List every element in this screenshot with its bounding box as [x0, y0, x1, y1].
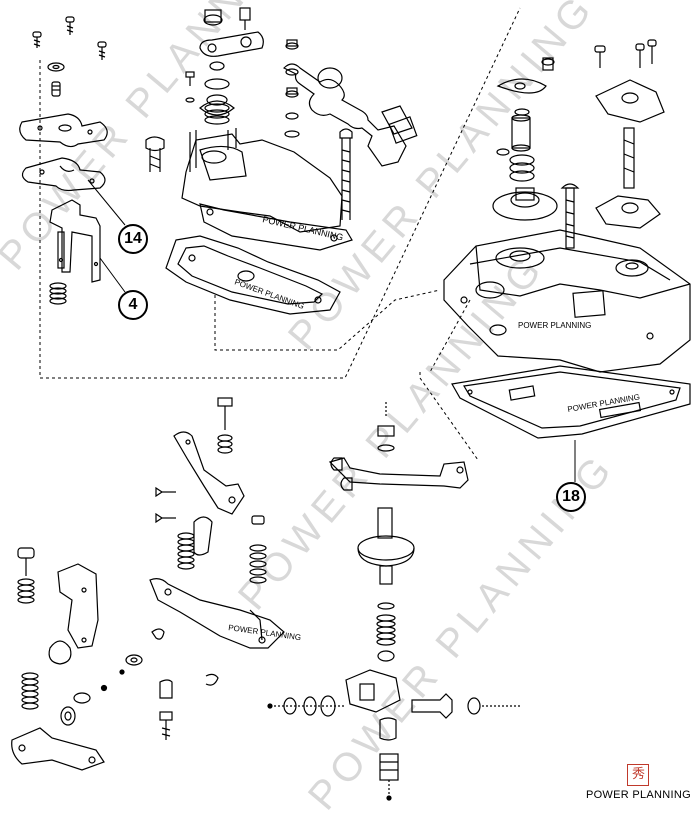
- sensor-switch: [282, 63, 418, 167]
- top-center-parts: [145, 7, 264, 172]
- upper-gasket: POWER PLANNING: [165, 235, 341, 315]
- callout-4: 4: [118, 290, 148, 320]
- washers-center: [284, 39, 300, 138]
- bracket-plate: POWER PLANNING: [125, 578, 302, 740]
- dots-misc: [100, 669, 125, 692]
- callout-18: 18: [556, 482, 586, 512]
- callout-14: 14: [118, 224, 148, 254]
- diaphragm-assembly: [328, 402, 469, 801]
- housing-label-power: POWER PLANNING: [518, 321, 591, 330]
- brand-seal-icon: 秀: [627, 764, 650, 786]
- brand-name: POWER PLANNING: [585, 789, 691, 801]
- leader-14: [87, 179, 126, 226]
- lever-plate-main: POWER PLANNING: [181, 128, 353, 251]
- housing-block: POWER PLANNING: [443, 229, 691, 373]
- spring-small-left: [49, 282, 67, 305]
- lower-gasket-label: POWER PLANNING: [567, 392, 641, 414]
- lower-center-parts: [155, 397, 267, 584]
- lever-plates-left: [19, 113, 108, 192]
- fork-lever-left: [49, 199, 101, 283]
- lower-left-parts: [11, 547, 105, 771]
- brand-logo: 秀 POWER PLANNING: [586, 764, 691, 801]
- screw-long-right: [339, 128, 353, 220]
- screw-group-top-left: [32, 16, 107, 97]
- leader-4: [99, 257, 126, 293]
- boundary-lines: [39, 7, 521, 461]
- valve-side-parts: [267, 693, 520, 719]
- right-upper-parts: [492, 39, 665, 249]
- lower-gasket: POWER PLANNING: [451, 365, 691, 439]
